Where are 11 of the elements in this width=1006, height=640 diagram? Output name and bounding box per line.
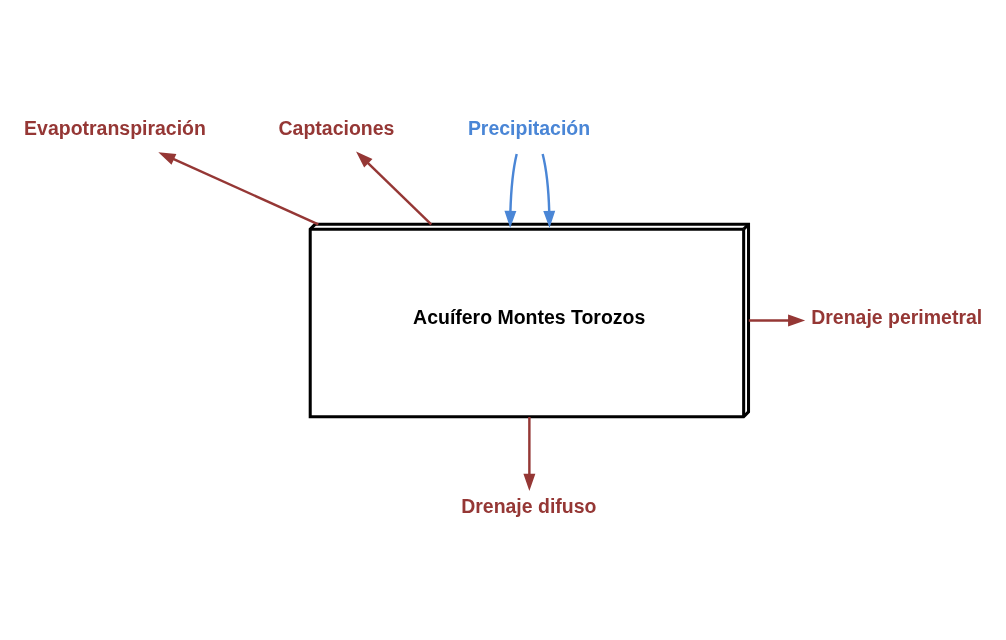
arrow <box>748 314 805 326</box>
arrow <box>503 153 518 228</box>
arrow <box>355 150 432 225</box>
node-text: Captaciones <box>278 116 394 139</box>
node-text: Evapotranspiración <box>23 116 206 139</box>
node-text: Drenaje perimetral <box>810 305 982 328</box>
arrow <box>540 153 555 228</box>
arrow <box>522 416 535 491</box>
node-text: Precipitación <box>467 116 590 139</box>
arrow <box>157 151 319 225</box>
node-text: Drenaje difuso <box>460 494 596 517</box>
